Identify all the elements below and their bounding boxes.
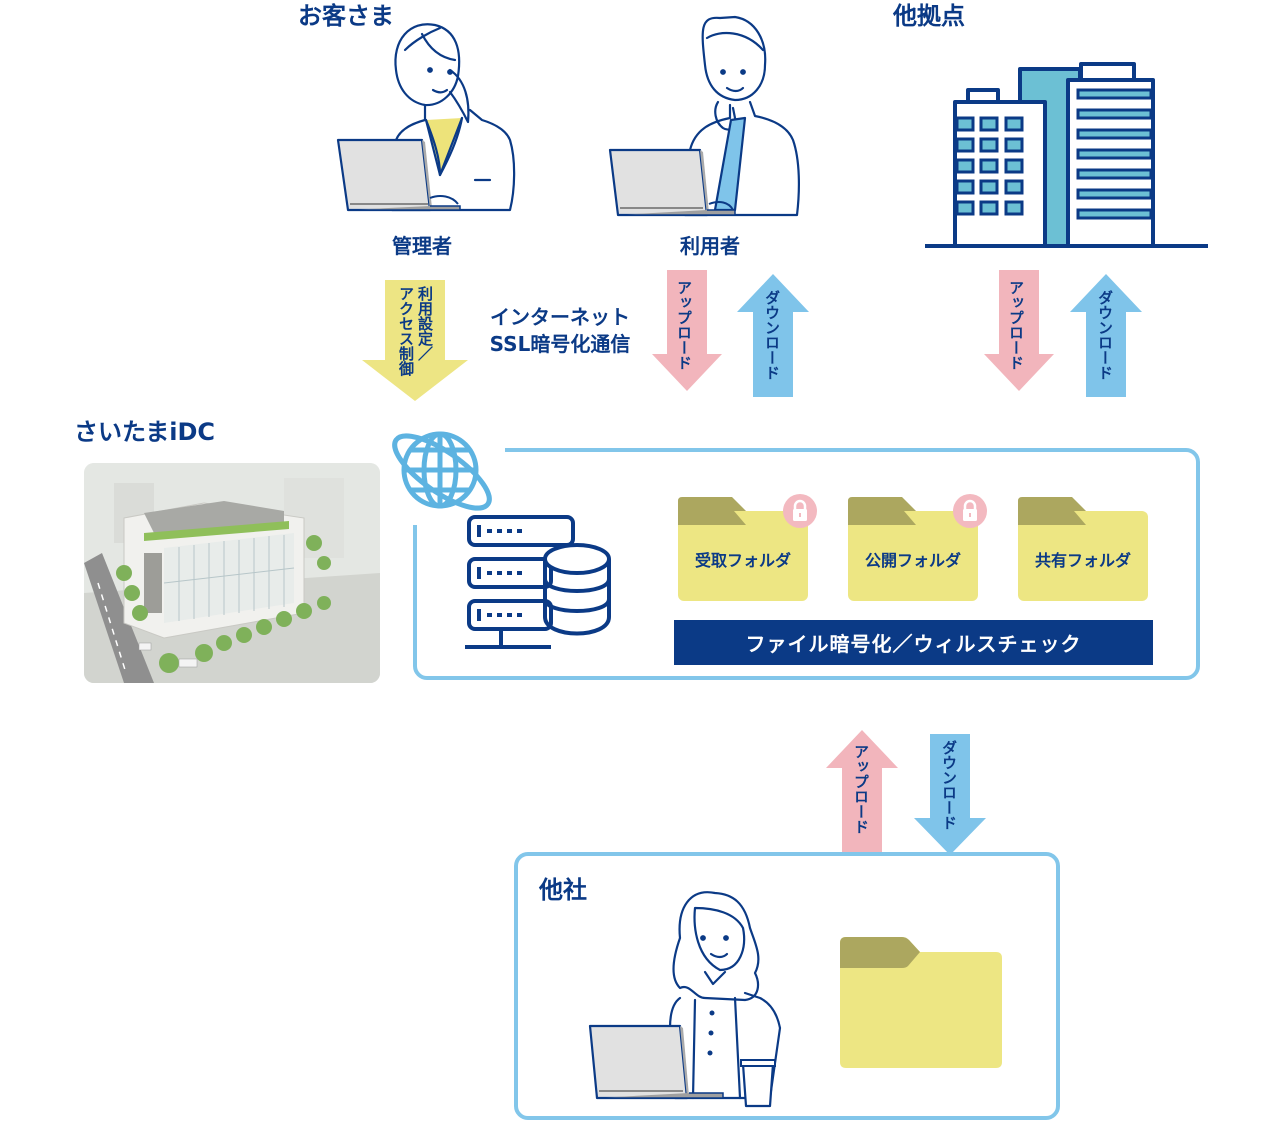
control-arrow-label-1: 利用設定／ [416,286,434,361]
control-arrow-label-2: アクセス制御 [397,286,415,376]
internet-label: インターネット [490,305,630,329]
folder-public-label: 公開フォルダ [864,551,961,570]
branch-section-title: 他拠点 [891,2,967,34]
user-download-arrow [737,274,809,397]
admin-person-illustration [336,23,516,212]
branch-download-label: ダウンロード [1096,290,1114,380]
user-download-label: ダウンロード [763,290,781,380]
branch-upload-label: アップロード [1007,280,1025,370]
user-upload-arrow [652,270,722,391]
other-company-person-illustration [588,891,782,1108]
customer-section-title: お客さま [296,2,396,34]
control-arrow-down [362,280,468,401]
other-download-label: ダウンロード [940,740,958,830]
other-company-title: 他社 [537,876,589,908]
admin-label: 管理者 [392,234,452,258]
other-download-arrow [914,734,986,855]
ssl-label: SSL暗号化通信 [489,332,631,356]
folder-icon [840,937,1002,1068]
idc-section-title: さいたまiDC [72,418,218,450]
other-upload-label: アップロード [852,744,870,834]
encryption-virus-check-banner: ファイル暗号化／ウィルスチェック [674,620,1153,665]
lock-icon [953,494,987,528]
folder-shared[interactable]: 共有フォルダ [1018,497,1148,601]
other-company-box [514,852,1060,1120]
other-upload-arrow [826,730,898,854]
folder-shared-label: 共有フォルダ [1034,551,1131,570]
folder-public[interactable]: 公開フォルダ [848,497,978,601]
idc-service-box [413,448,1200,680]
folder-receive-label: 受取フォルダ [694,551,791,570]
idc-building-photo [84,463,380,683]
lock-icon [783,494,817,528]
user-label: 利用者 [680,234,740,258]
branch-upload-arrow [984,270,1054,391]
user-person-illustration [608,15,800,217]
branch-download-arrow [1070,274,1142,397]
office-building-icon [925,62,1208,248]
globe-icon [392,431,492,511]
user-upload-label: アップロード [675,280,693,370]
folder-receive[interactable]: 受取フォルダ [678,497,808,601]
server-database-icon [465,515,611,649]
